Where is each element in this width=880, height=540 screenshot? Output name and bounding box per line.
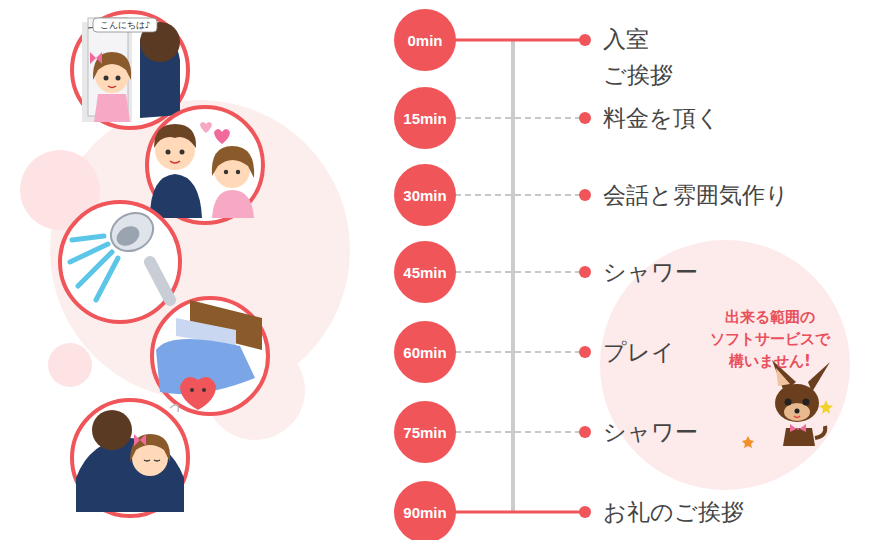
- leader-line: [455, 117, 585, 119]
- time-circle: 90min: [394, 481, 456, 540]
- leader-line: [455, 431, 585, 433]
- time-circle: 45min: [394, 241, 456, 303]
- time-label: 15min: [403, 110, 446, 127]
- step-text: 会話と雰囲気作り: [603, 178, 863, 212]
- step-text: 入室 ご挨拶: [603, 21, 693, 93]
- dog-mascot: [742, 360, 833, 448]
- step-text: プレイ: [603, 335, 713, 369]
- time-circle: 0min: [394, 9, 456, 71]
- speech-bubble: [93, 18, 157, 32]
- step-text: シャワー: [603, 255, 803, 289]
- speech-text: こんにちは♪: [93, 18, 157, 32]
- step-text: お礼のご挨拶: [603, 495, 833, 529]
- time-circle: 15min: [394, 87, 456, 149]
- greeting-scene: [72, 12, 188, 128]
- time-label: 60min: [403, 344, 446, 361]
- conversation-scene: [147, 107, 263, 223]
- bg-circle: [50, 100, 350, 400]
- bg-circle: [48, 343, 92, 387]
- time-circle: 75min: [394, 401, 456, 463]
- timeline-dots: [579, 34, 591, 518]
- step-text: シャワー: [603, 415, 733, 449]
- time-label: 30min: [403, 187, 446, 204]
- step-text: 料金を頂く: [603, 101, 833, 135]
- time-circle: 30min: [394, 164, 456, 226]
- leader-line: [455, 351, 585, 353]
- callout-note: 出来る範囲の ソフトサービスで 構いません!: [700, 306, 840, 372]
- time-label: 45min: [403, 264, 446, 281]
- bed-scene: [152, 298, 268, 414]
- leader-line: [455, 511, 585, 514]
- time-label: 75min: [403, 424, 446, 441]
- leader-line: [455, 194, 585, 196]
- time-label: 0min: [407, 32, 442, 49]
- leader-line: [455, 271, 585, 273]
- timeline-spine: [511, 40, 515, 512]
- shower-scene: [60, 202, 180, 322]
- leader-line: [455, 39, 585, 42]
- time-circle: 60min: [394, 321, 456, 383]
- time-label: 90min: [403, 504, 446, 521]
- farewell-scene: [72, 400, 188, 516]
- bg-circle: [600, 240, 850, 490]
